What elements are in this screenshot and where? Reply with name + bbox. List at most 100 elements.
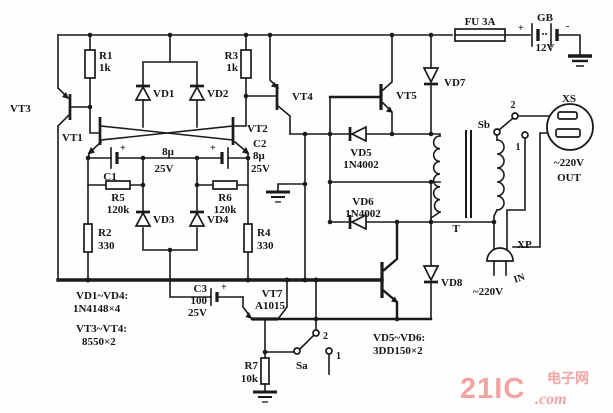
- sb-label: Sb: [478, 119, 490, 131]
- diode-vd3: VD3: [134, 210, 175, 227]
- diode-vd7: VD7: [422, 67, 466, 89]
- capacitor-c1: + C1 8μ 25V: [103, 143, 174, 183]
- resistor-r1: R1 1k: [84, 49, 112, 79]
- xp-label: XP: [517, 239, 532, 251]
- r2-value: 330: [98, 240, 115, 252]
- note-vt3-vt4-value: 8550×2: [82, 336, 116, 348]
- diode-vd5: VD5 1N4002: [343, 125, 379, 171]
- vt2-ref: VT2: [247, 123, 268, 135]
- c2-plus: +: [210, 143, 216, 154]
- fuse-fu: FU 3A: [454, 16, 506, 42]
- watermark-suffix: .com: [535, 391, 567, 408]
- junction-dots: [85, 32, 497, 355]
- socket-xs: XS ~220V OUT: [546, 93, 594, 184]
- vt5-ref: VT5: [396, 90, 417, 102]
- c2-ref: C2: [253, 138, 267, 150]
- sb-pos2: 2: [511, 100, 516, 111]
- vt1-ref: VT1: [62, 132, 83, 144]
- r3-ref: R3: [225, 50, 239, 62]
- transistor-vt3: VT3: [10, 92, 72, 120]
- r7-value: 10k: [241, 373, 259, 385]
- resistor-r2: R2 330: [83, 223, 115, 253]
- r6-ref: R6: [218, 192, 232, 204]
- xs-io: OUT: [557, 172, 582, 184]
- battery-ref: GB: [537, 12, 554, 24]
- sb-pos1: 1: [516, 142, 521, 153]
- capacitor-c2: + C2 8μ 25V: [210, 138, 270, 175]
- r1-value: 1k: [99, 62, 112, 74]
- vd1-ref: VD1: [153, 88, 174, 100]
- r6-value: 120k: [214, 204, 238, 216]
- note-vd1-vd4-ref: VD1~VD4:: [76, 290, 128, 302]
- plug-xp: XP IN ~220V: [473, 239, 532, 298]
- transformer-label: T: [452, 223, 460, 235]
- resistor-r4: R4 330: [243, 223, 274, 253]
- vd8-ref: VD8: [441, 277, 463, 289]
- note-vd5-vd6-ref: VD5~VD6:: [373, 332, 425, 344]
- r3-value: 1k: [226, 62, 239, 74]
- c3-value-1: 100: [191, 295, 208, 307]
- sa-pos2: 2: [323, 331, 328, 342]
- vd5-value: 1N4002: [343, 159, 379, 171]
- xs-label: XS: [562, 93, 576, 105]
- ground-mid: [266, 190, 290, 203]
- transistor-vt7: VT7 A1015: [245, 288, 285, 321]
- ground-r7: [253, 390, 277, 403]
- vd6-ref: VD6: [352, 196, 374, 208]
- diode-vd1: VD1: [134, 84, 174, 101]
- ground-battery: [568, 54, 592, 67]
- vt7-value: A1015: [255, 300, 285, 312]
- vt7-ref: VT7: [262, 288, 283, 300]
- c1-value-1: 8μ: [162, 146, 175, 158]
- transistor-vt6: [380, 262, 398, 303]
- c1-value-2: 25V: [155, 163, 174, 175]
- r7-ref: R7: [245, 360, 259, 372]
- resistor-r6: R6 120k: [212, 180, 238, 216]
- switch-sa: 2 1 Sa: [293, 329, 341, 372]
- note-vd5-vd6-value: 3DD150×2: [373, 345, 423, 357]
- vt4-ref: VT4: [292, 91, 313, 103]
- vd5-ref: VD5: [350, 147, 372, 159]
- capacitor-c3: + C3 100 25V: [188, 282, 227, 319]
- diode-vd4: VD4: [188, 210, 229, 227]
- watermark: 21IC .com 电子网: [460, 370, 589, 408]
- r5-value: 120k: [107, 204, 131, 216]
- battery-voltage: 12V: [536, 42, 555, 54]
- vd3-ref: VD3: [153, 214, 175, 226]
- xp-voltage: ~220V: [473, 286, 503, 298]
- r2-ref: R2: [98, 227, 112, 239]
- diode-vd2: VD2: [188, 84, 229, 101]
- transistor-vt4: VT4: [271, 82, 313, 110]
- sa-pos1: 1: [336, 351, 341, 362]
- xs-voltage: ~220V: [554, 157, 584, 169]
- transistor-vt5: VT5: [379, 84, 417, 113]
- wires: [56, 34, 581, 393]
- r4-ref: R4: [257, 227, 271, 239]
- c2-value-2: 25V: [251, 163, 270, 175]
- vd4-ref: VD4: [207, 214, 229, 226]
- vd6-value: 1N4002: [345, 208, 381, 220]
- r4-value: 330: [257, 240, 274, 252]
- switch-sb: Sb 2 1: [478, 100, 529, 153]
- diode-vd6: VD6 1N4002: [345, 196, 381, 231]
- notes: VD1~VD4: 1N4148×4 VT3~VT4: 8550×2 VD5~VD…: [73, 290, 425, 357]
- r5-ref: R5: [111, 192, 125, 204]
- diode-vd8: VD8: [422, 265, 463, 289]
- battery-minus: -: [566, 21, 569, 32]
- watermark-brand: 21IC: [460, 373, 525, 405]
- battery-plus: +: [518, 23, 524, 34]
- resistor-r3: R3 1k: [225, 49, 252, 79]
- resistor-r7: R7 10k: [241, 357, 270, 385]
- c2-value-1: 8μ: [253, 150, 266, 162]
- c3-plus: +: [221, 282, 227, 293]
- r1-ref: R1: [99, 50, 112, 62]
- note-vt3-vt4-ref: VT3~VT4:: [76, 323, 127, 335]
- c1-ref: C1: [103, 171, 116, 183]
- fuse-label: FU 3A: [465, 16, 496, 28]
- note-vd1-vd4-value: 1N4148×4: [73, 303, 121, 315]
- c1-plus: +: [120, 143, 126, 154]
- vd2-ref: VD2: [207, 88, 229, 100]
- vt3-ref: VT3: [10, 103, 31, 115]
